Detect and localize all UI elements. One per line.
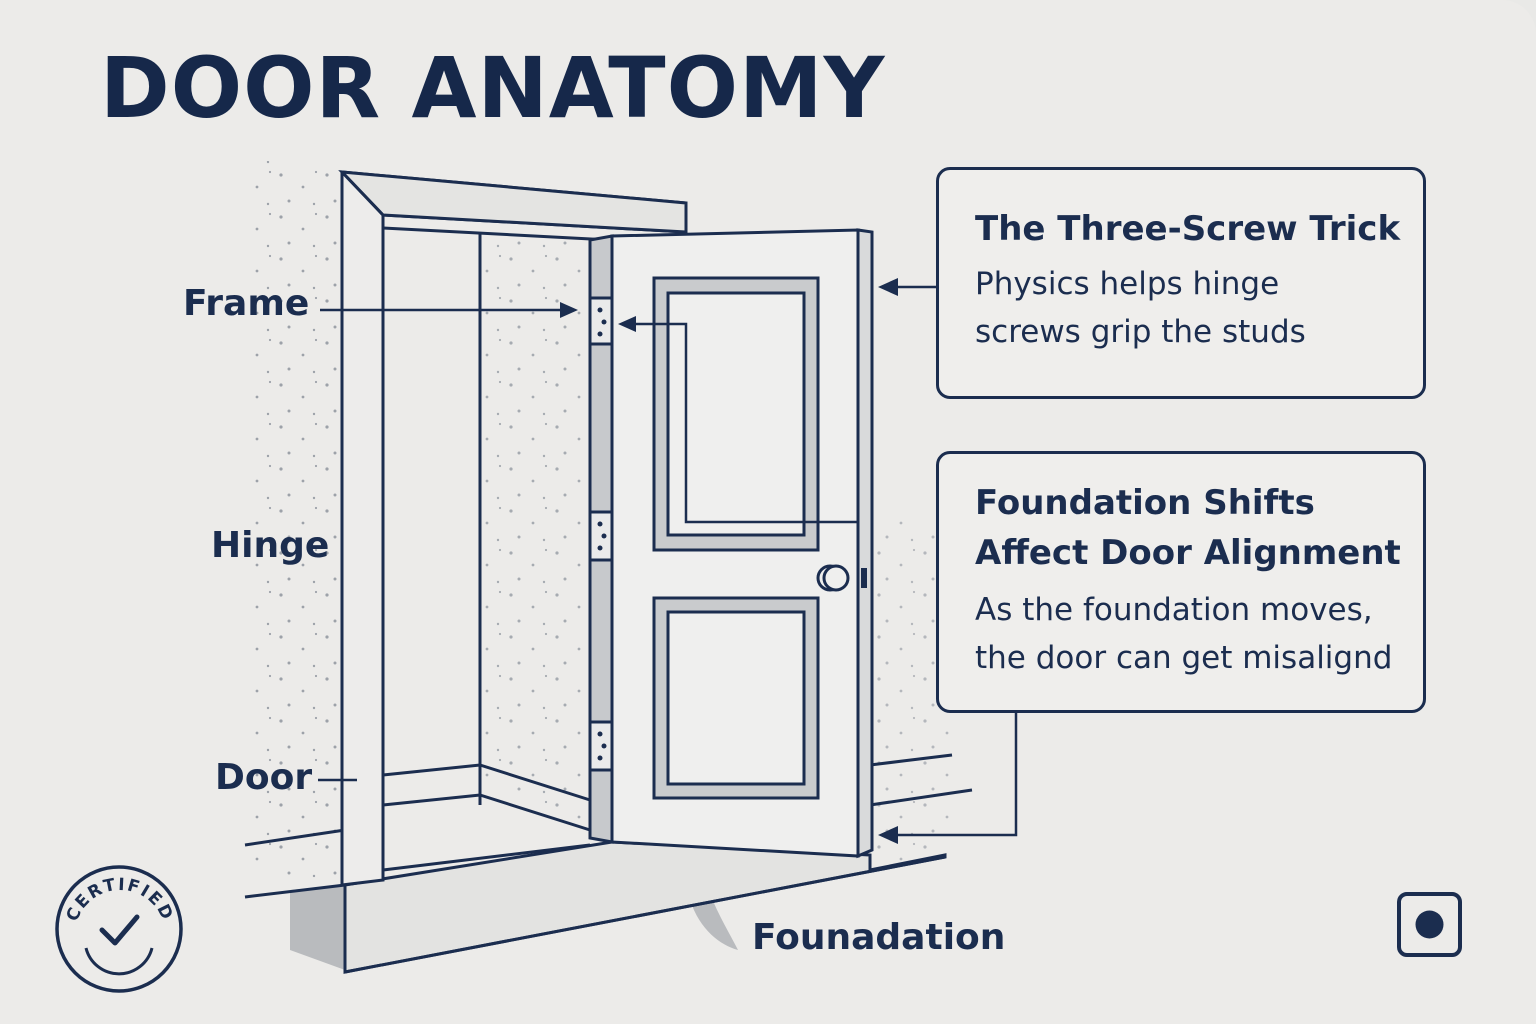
checkmark-icon (99, 914, 140, 946)
callout2-leader (896, 712, 1018, 837)
label-frame: Frame (183, 283, 310, 324)
callout-three-screw-trick: The Three-Screw Trick Physics helps hing… (936, 167, 1426, 399)
door-slab (610, 228, 874, 859)
callout2-arrowhead-icon (878, 826, 898, 844)
door-knob-icon (816, 564, 867, 592)
lower-panel (652, 596, 820, 800)
hinge-plate-top (588, 296, 614, 346)
hinge-jamb (588, 234, 614, 844)
leader-lines (318, 278, 1018, 844)
door-frame (338, 170, 688, 887)
callout-heading: Foundation Shifts (975, 483, 1315, 523)
callout-heading: Affect Door Alignment (975, 533, 1401, 573)
callout1-arrowhead-icon (878, 278, 898, 296)
callout-body-line: screws grip the studs (975, 314, 1306, 350)
hinge-callout-leader (635, 322, 858, 524)
label-door: Door (215, 757, 313, 798)
hinge-arrowhead-icon (618, 316, 636, 332)
page-title: DOOR ANATOMY (100, 39, 886, 137)
callout-foundation-shifts: Foundation Shifts Affect Door Alignment … (936, 451, 1426, 713)
frame-arrowhead-icon (560, 302, 578, 318)
certified-badge: CERTIFIED (55, 865, 183, 993)
hinge-plate-middle (588, 510, 614, 562)
wall-texture (245, 160, 950, 880)
record-dot-icon[interactable] (1397, 892, 1462, 957)
callout-heading: The Three-Screw Trick (975, 209, 1401, 249)
callout-body-line: Physics helps hinge (975, 266, 1280, 302)
callout-body-line: As the foundation moves, (975, 592, 1373, 628)
callout-body-line: the door can get misalignd (975, 640, 1393, 676)
label-foundation: Founadation (752, 917, 1006, 958)
upper-panel (652, 276, 820, 552)
label-hinge: Hinge (211, 525, 330, 566)
hinge-plate-bottom (588, 720, 614, 772)
